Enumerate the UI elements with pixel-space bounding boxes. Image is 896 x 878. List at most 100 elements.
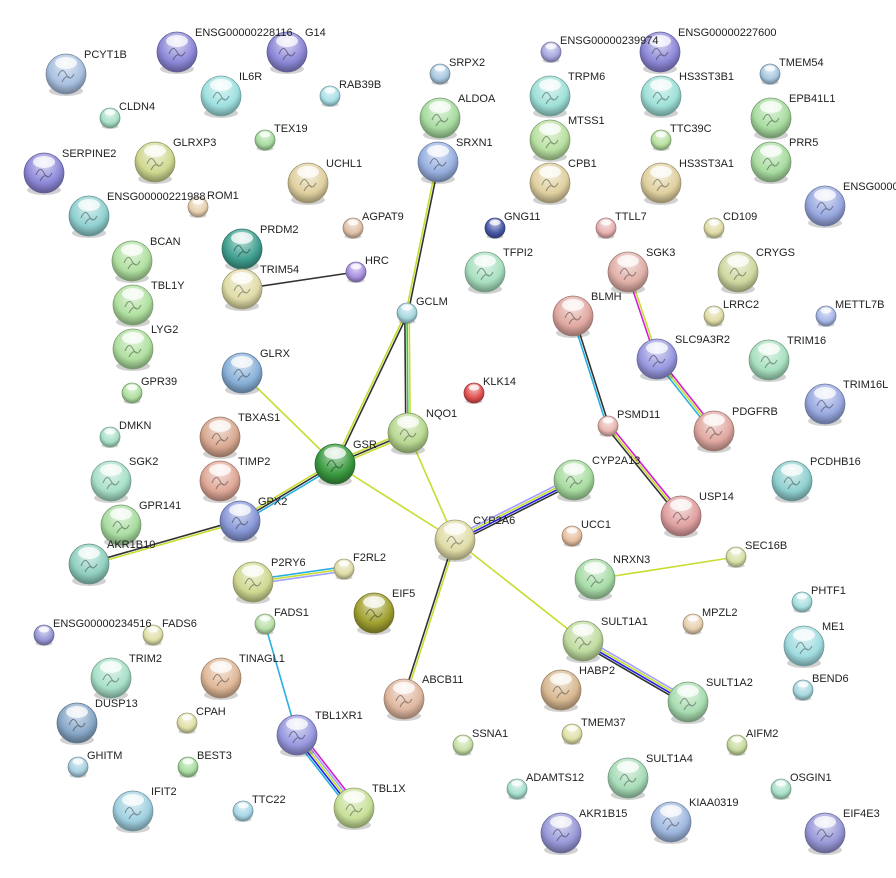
node-label[interactable]: HS3ST3A1 (679, 158, 734, 170)
node-label[interactable]: TFPI2 (503, 247, 533, 259)
node-cyp2a6[interactable] (434, 519, 476, 562)
node-abcb11[interactable] (383, 678, 425, 721)
node-label[interactable]: HS3ST3B1 (679, 71, 734, 83)
node-pcyt1b[interactable] (45, 53, 87, 96)
node-ensg00000227600[interactable] (639, 31, 681, 74)
node-label[interactable]: CLDN4 (119, 101, 155, 113)
node-label[interactable]: ENSG00000234516 (53, 618, 151, 630)
node-label[interactable]: TBL1Y (151, 280, 185, 292)
node-ttc22[interactable] (232, 800, 254, 822)
node-label[interactable]: GNG11 (504, 211, 540, 223)
node-hs3st3b1[interactable] (640, 75, 682, 118)
node-sgk2[interactable] (90, 460, 132, 503)
node-mettl7b[interactable] (815, 305, 837, 327)
node-label[interactable]: AKR1B10 (107, 539, 155, 551)
node-label[interactable]: BEND6 (812, 673, 849, 685)
node-label[interactable]: NRXN3 (613, 554, 650, 566)
node-ghitm[interactable] (67, 756, 89, 778)
node-ttc39c[interactable] (650, 129, 672, 151)
node-label[interactable]: DUSP13 (95, 698, 138, 710)
node-label[interactable]: DMKN (119, 420, 151, 432)
node-trim16l[interactable] (804, 383, 846, 426)
node-label[interactable]: EPB41L1 (789, 93, 835, 105)
node-label[interactable]: GPX2 (258, 496, 287, 508)
node-label[interactable]: GCLM (416, 296, 448, 308)
node-cyp2a13[interactable] (553, 459, 595, 502)
node-label[interactable]: TTLL7 (615, 211, 647, 223)
node-label[interactable]: UCC1 (581, 519, 611, 531)
node-ensg00000234516[interactable] (33, 624, 55, 646)
node-label[interactable]: TRPM6 (568, 71, 605, 83)
node-osgin1[interactable] (770, 778, 792, 800)
node-psmd11[interactable] (597, 415, 619, 437)
node-label[interactable]: GLRXP3 (173, 137, 216, 149)
node-eif4e3[interactable] (804, 812, 846, 855)
node-label[interactable]: TTC22 (252, 794, 286, 806)
edge-cyp2a6-abcb11[interactable] (402, 539, 457, 700)
node-label[interactable]: ENSG00000221988 (107, 191, 205, 203)
edge-gpx2-akr1b10[interactable] (88, 519, 241, 566)
node-cpah[interactable] (176, 712, 198, 734)
node-mtss1[interactable] (529, 119, 571, 162)
node-fads6[interactable] (142, 624, 164, 646)
node-label[interactable]: BEST3 (197, 750, 232, 762)
node-p2ry6[interactable] (232, 561, 274, 604)
node-label[interactable]: ENSG00000239974 (560, 35, 658, 47)
node-label[interactable]: GPR141 (139, 500, 181, 512)
node-cd109[interactable] (703, 217, 725, 239)
node-label[interactable]: PCYT1B (84, 49, 127, 61)
node-label[interactable]: PCDHB16 (810, 456, 861, 468)
node-label[interactable]: KIAA0319 (689, 797, 739, 809)
edge-gsr-gclm[interactable] (333, 312, 409, 465)
node-label[interactable]: PDGFRB (732, 406, 778, 418)
node-label[interactable]: SSNA1 (472, 728, 508, 740)
node-glrxp3[interactable] (134, 141, 176, 184)
node-label[interactable]: ENSG00000228116 (195, 27, 293, 39)
node-usp14[interactable] (660, 495, 702, 538)
node-label[interactable]: TMEM54 (779, 57, 824, 69)
node-label[interactable]: SRXN1 (456, 137, 493, 149)
node-cpb1[interactable] (529, 162, 571, 205)
node-label[interactable]: CYP2A6 (473, 515, 515, 527)
node-tex19[interactable] (254, 129, 276, 151)
node-ttll7[interactable] (595, 217, 617, 239)
node-gsr[interactable] (314, 443, 356, 486)
node-trim2[interactable] (90, 657, 132, 700)
node-tmem37[interactable] (561, 723, 583, 745)
node-bcan[interactable] (111, 240, 153, 283)
node-tbl1y[interactable] (112, 284, 154, 327)
node-uchl1[interactable] (287, 162, 329, 205)
node-ensg00000221988[interactable] (68, 195, 110, 238)
node-label[interactable]: TRIM54 (260, 264, 299, 276)
node-label[interactable]: SULT1A1 (601, 616, 648, 628)
node-best3[interactable] (177, 756, 199, 778)
node-gpr141[interactable] (100, 504, 142, 547)
node-epb41l1[interactable] (750, 97, 792, 140)
node-label[interactable]: GHITM (87, 750, 122, 762)
node-fads1[interactable] (254, 613, 276, 635)
node-il6r[interactable] (200, 75, 242, 118)
node-label[interactable]: ENSG0000 (843, 181, 896, 193)
node-label[interactable]: SGK2 (129, 456, 158, 468)
node-label[interactable]: BCAN (150, 236, 181, 248)
node-label[interactable]: GPR39 (141, 376, 177, 388)
node-label[interactable]: USP14 (699, 491, 734, 503)
node-label[interactable]: TMEM37 (581, 717, 626, 729)
node-label[interactable]: FADS1 (274, 607, 309, 619)
node-gpx2[interactable] (219, 500, 261, 543)
node-label[interactable]: ENSG00000227600 (678, 27, 776, 39)
node-label[interactable]: TRIM2 (129, 653, 162, 665)
node-prr5[interactable] (750, 141, 792, 184)
edge-nrxn3-sec16b[interactable] (594, 556, 737, 580)
node-label[interactable]: GLRX (260, 348, 291, 360)
node-label[interactable]: SERPINE2 (62, 148, 116, 160)
node-gpr39[interactable] (121, 382, 143, 404)
node-tbl1xr1[interactable] (276, 714, 318, 757)
node-cldn4[interactable] (99, 107, 121, 129)
node-label[interactable]: CRYGS (756, 247, 795, 259)
node-label[interactable]: CPB1 (568, 158, 597, 170)
node-sec16b[interactable] (725, 546, 747, 568)
node-rom1[interactable] (187, 196, 209, 218)
node-label[interactable]: SEC16B (745, 540, 787, 552)
node-lrrc2[interactable] (703, 305, 725, 327)
